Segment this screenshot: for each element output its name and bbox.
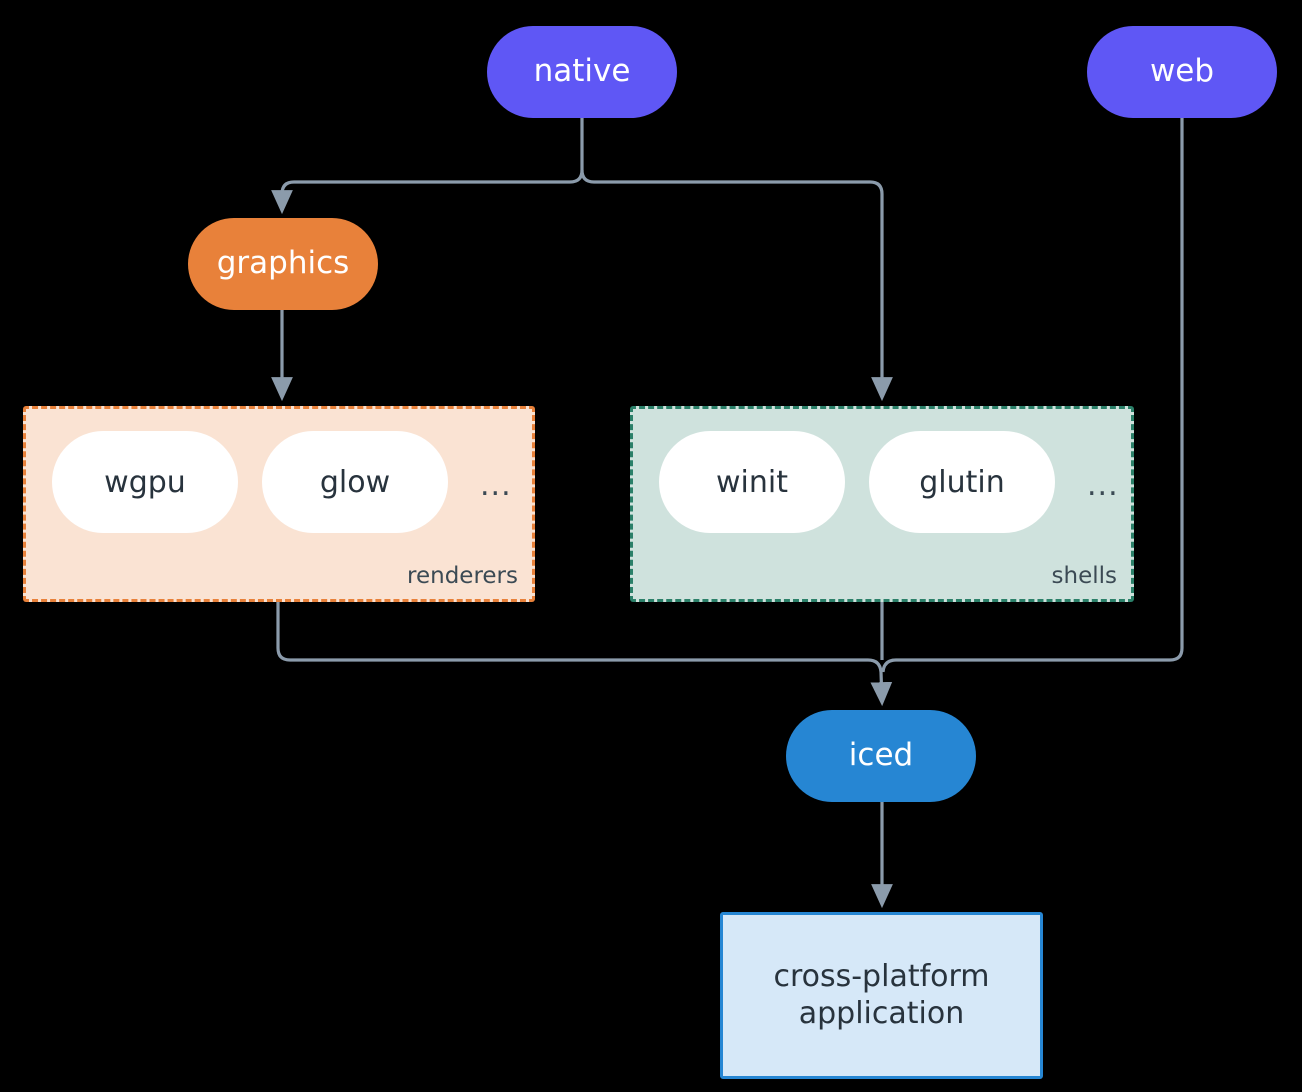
edge-native-to-shells — [594, 180, 893, 402]
renderers-overflow-ellipsis: ... — [480, 468, 512, 503]
node-cross-platform-application[interactable]: cross-platform application — [720, 912, 1043, 1079]
node-web[interactable]: web — [1087, 26, 1277, 118]
edge-merge-to-iced — [867, 658, 893, 707]
node-native-label: native — [533, 53, 631, 90]
group-shells-title: shells — [1051, 563, 1117, 589]
node-graphics[interactable]: graphics — [188, 218, 378, 310]
edge-web-to-iced — [896, 118, 1184, 662]
node-cross-platform-application-label: cross-platform application — [773, 958, 990, 1031]
node-native[interactable]: native — [487, 26, 677, 118]
node-wgpu-label: wgpu — [104, 464, 186, 500]
shells-overflow-ellipsis: ... — [1087, 468, 1119, 503]
node-winit-label: winit — [716, 464, 788, 500]
edge-native-split — [569, 118, 584, 184]
group-renderers-items: wgpu glow ... — [52, 431, 512, 533]
node-glow-label: glow — [319, 464, 391, 500]
group-renderers-title: renderers — [407, 563, 518, 589]
node-iced-label: iced — [848, 737, 914, 774]
edge-split-right-stub — [580, 169, 595, 184]
node-graphics-label: graphics — [216, 245, 350, 282]
node-winit[interactable]: winit — [659, 431, 845, 533]
group-shells-items: winit glutin ... — [659, 431, 1119, 533]
node-web-label: web — [1149, 53, 1215, 90]
node-glutin[interactable]: glutin — [869, 431, 1055, 533]
group-renderers: wgpu glow ... renderers — [23, 406, 535, 602]
group-shells: winit glutin ... shells — [630, 406, 1134, 602]
edge-native-to-graphics — [271, 180, 570, 215]
node-glutin-label: glutin — [919, 464, 1005, 500]
edge-renderers-to-iced — [276, 602, 868, 662]
edge-merge-right-stub — [881, 658, 897, 673]
node-wgpu[interactable]: wgpu — [52, 431, 238, 533]
node-glow[interactable]: glow — [262, 431, 448, 533]
node-iced[interactable]: iced — [786, 710, 976, 802]
